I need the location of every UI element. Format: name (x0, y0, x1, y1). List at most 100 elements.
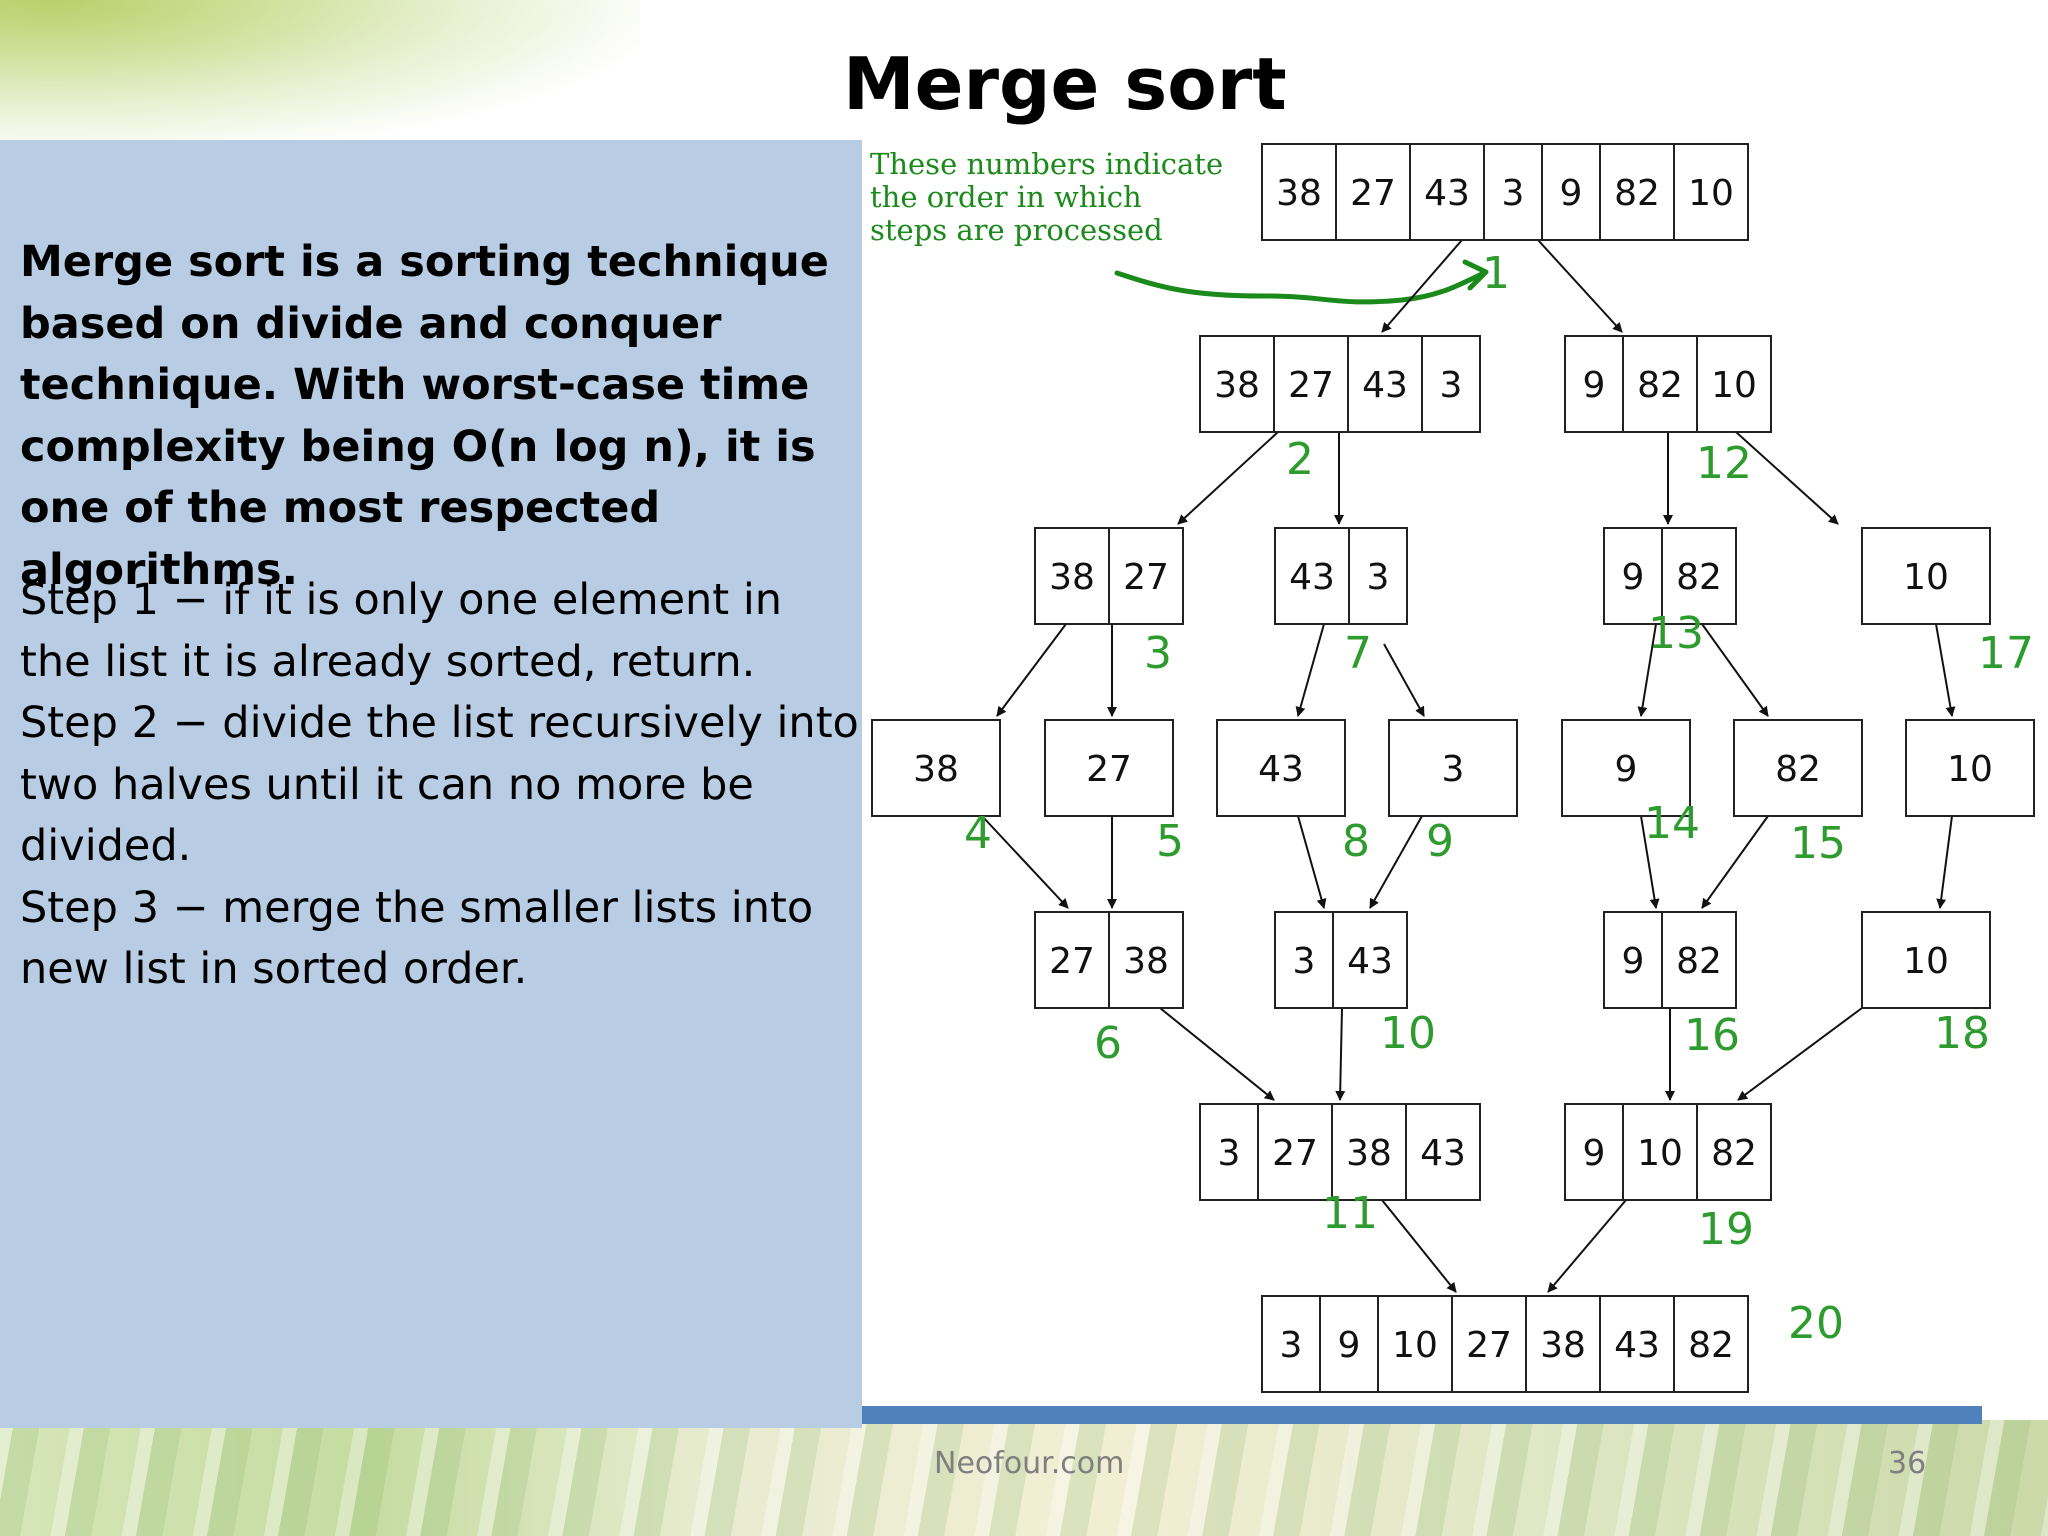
array-cell-value: 27 (1466, 1325, 1512, 1366)
step-number-label: 3 (1144, 628, 1172, 679)
diagram-arrow (1335, 1007, 1346, 1101)
array-box-m2: 3 43 (1274, 911, 1408, 1009)
array-cell-value: 9 (1583, 1133, 1606, 1174)
array-cell (1332, 911, 1408, 1009)
step-number-label: 20 (1788, 1298, 1844, 1349)
page-number: 36 (1888, 1446, 1927, 1481)
step-number-label: 1 (1482, 248, 1510, 299)
array-box-a27: 27 (1044, 719, 1174, 817)
diagram-arrow (1297, 815, 1327, 909)
array-cell (1108, 527, 1184, 625)
array-cell (1483, 143, 1543, 241)
diagram-arrow (1936, 815, 1953, 909)
array-box-RR: 10 (1861, 527, 1991, 625)
annotation-line-2: the order in which (870, 180, 1142, 214)
diagram-arrow (1737, 1007, 1863, 1101)
array-cell-value: 3 (1218, 1133, 1241, 1174)
array-cell (1319, 1295, 1379, 1393)
array-cell (871, 719, 1001, 817)
array-box-m4: 10 (1861, 911, 1991, 1009)
array-cell-value: 38 (1214, 365, 1260, 406)
array-cell-value: 38 (1276, 173, 1322, 214)
step-number-label: 12 (1696, 438, 1752, 489)
step-3: Step 3 − merge the smaller lists into ne… (20, 882, 814, 995)
background-decoration-top (0, 0, 640, 150)
step-1: Step 1 − if it is only one element in th… (20, 575, 783, 687)
background-decoration-bottom (0, 1420, 2048, 1536)
diagram-arrow (1383, 643, 1425, 717)
array-cell (1257, 1103, 1333, 1201)
step-number-label: 19 (1698, 1204, 1754, 1255)
array-cell-value: 3 (1293, 941, 1316, 982)
array-cell (1603, 527, 1663, 625)
array-cell-value: 10 (1392, 1325, 1438, 1366)
array-cell-value: 82 (1688, 1325, 1734, 1366)
array-cell (1409, 143, 1485, 241)
array-cell-value: 10 (1711, 365, 1757, 406)
diagram-arrow (1637, 623, 1657, 717)
array-cell (1696, 1103, 1772, 1201)
step-number-label: 9 (1426, 816, 1454, 867)
diagram-arrow (1381, 1199, 1457, 1293)
array-cell-value: 43 (1347, 941, 1393, 982)
array-cell (1905, 719, 2035, 817)
array-cell (1622, 335, 1698, 433)
array-cell (1603, 911, 1663, 1009)
step-number-label: 11 (1322, 1188, 1378, 1239)
array-cell-value: 43 (1289, 557, 1335, 598)
array-cell (1421, 335, 1481, 433)
array-cell (1261, 1295, 1321, 1393)
diagram-arrow (1537, 239, 1623, 333)
array-cell-value: 82 (1676, 941, 1722, 982)
array-box-a82: 82 (1733, 719, 1863, 817)
step-number-label: 17 (1978, 628, 2034, 679)
array-box-a43: 43 (1216, 719, 1346, 817)
array-cell-value: 10 (1903, 941, 1949, 982)
array-cell-value: 82 (1637, 365, 1683, 406)
array-cell (1661, 911, 1737, 1009)
array-cell-value: 38 (1540, 1325, 1586, 1366)
array-cell-value: 10 (1947, 749, 1993, 790)
step-number-label: 8 (1342, 816, 1370, 867)
diagram-arrow (1547, 1199, 1627, 1293)
merge-sort-diagram-svg: These numbers indicate the order in whic… (870, 143, 2035, 1393)
step-number-label: 7 (1344, 628, 1372, 679)
array-box-a9: 9 (1561, 719, 1691, 817)
array-cell-value: 9 (1560, 173, 1583, 214)
array-cell (1044, 719, 1174, 817)
array-cell-value: 38 (913, 749, 959, 790)
annotation-arrow (1114, 270, 1487, 305)
step-number-label: 15 (1790, 818, 1846, 869)
array-cell-value: 82 (1711, 1133, 1757, 1174)
diagram-arrow (1701, 815, 1769, 909)
array-cell-value: 3 (1442, 749, 1465, 790)
array-cell (1261, 143, 1337, 241)
diagram-arrow (1735, 431, 1839, 525)
array-cell-value: 43 (1362, 365, 1408, 406)
array-cell-value: 38 (1123, 941, 1169, 982)
diagram-arrow (1381, 239, 1463, 333)
steps-list: Step 1 − if it is only one element in th… (20, 570, 860, 1001)
array-cell (1564, 335, 1624, 433)
step-number-label: 2 (1286, 434, 1314, 485)
array-cell-value: 27 (1350, 173, 1396, 214)
array-cell-value: 3 (1440, 365, 1463, 406)
array-cell (1377, 1295, 1453, 1393)
array-cell-value: 43 (1258, 749, 1304, 790)
array-cell (1034, 527, 1110, 625)
intro-paragraph: Merge sort is a sorting technique based … (20, 237, 829, 595)
array-cell-value: 3 (1367, 557, 1390, 598)
array-cell-value: 10 (1903, 557, 1949, 598)
array-cell (1861, 527, 1991, 625)
step-number-label: 16 (1684, 1010, 1740, 1061)
footer-site: Neofour.com (934, 1446, 1125, 1481)
array-cell (1541, 143, 1601, 241)
array-cell-value: 10 (1688, 173, 1734, 214)
array-cell-value: 9 (1338, 1325, 1361, 1366)
diagram-arrow (1177, 431, 1279, 525)
